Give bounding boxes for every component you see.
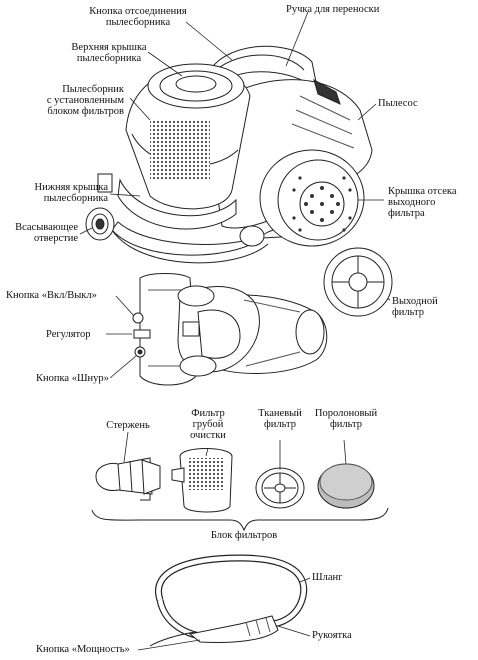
- label-power-button: Кнопка «Мощность»: [36, 644, 130, 655]
- outlet-filter-illustration: [324, 248, 392, 316]
- vacuum-main-illustration: [86, 46, 372, 263]
- hose-illustration: [150, 558, 304, 646]
- vacuum-bottom-illustration: [133, 274, 327, 386]
- filter-unit-bracket: [92, 508, 388, 530]
- rod-illustration: [96, 458, 160, 500]
- label-regulator: Регулятор: [46, 329, 91, 340]
- label-vacuum-cleaner: Пылесос: [378, 98, 418, 109]
- dustbin-mesh: [150, 120, 210, 180]
- label-on-off-button: Кнопка «Вкл/Выкл»: [6, 290, 97, 301]
- foam-filter-illustration: [318, 464, 374, 508]
- label-hose: Шланг: [312, 572, 343, 583]
- leader-lines-top: [80, 12, 384, 234]
- label-rod: Стержень: [106, 420, 150, 431]
- label-handle: Рукоятка: [312, 630, 352, 641]
- cloth-filter-illustration: [256, 468, 304, 508]
- leader-lines-filters: [124, 432, 346, 470]
- label-cord-button: Кнопка «Шнур»: [36, 373, 109, 384]
- coarse-filter-illustration: [172, 449, 232, 513]
- label-carry-handle: Ручка для переноски: [286, 4, 380, 15]
- label-filter-unit: Блок фильтров: [210, 530, 278, 541]
- leader-lines-hose: [138, 578, 310, 650]
